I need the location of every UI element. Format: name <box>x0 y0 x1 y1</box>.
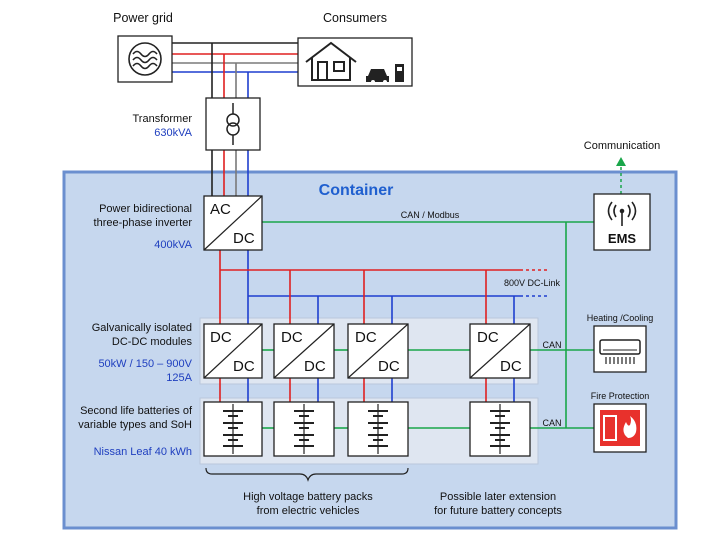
ems-label: EMS <box>608 231 637 246</box>
battery-brace <box>205 467 409 482</box>
fire-alarm-icon <box>600 410 640 446</box>
air-conditioner-icon <box>599 339 641 364</box>
dcdc-top-label: DC <box>281 329 303 346</box>
grid-lines <box>172 42 298 196</box>
inverter-title-line2: three-phase inverter <box>94 217 193 229</box>
power-grid-icon <box>128 42 162 76</box>
battery-pack <box>469 401 531 457</box>
dcdc-top-label: DC <box>355 329 377 346</box>
dcdc-module: DC DC <box>203 323 263 379</box>
transformer-icon <box>226 103 240 145</box>
fire-protection-box <box>593 403 647 453</box>
can-label-battery: CAN <box>542 418 561 428</box>
dcdc-spec2: 125A <box>166 372 192 384</box>
battery-pack <box>203 401 263 457</box>
extension-label-line1: Possible later extension <box>440 491 556 503</box>
battery-title-line2: variable types and SoH <box>78 419 192 431</box>
packs-label-line2: from electric vehicles <box>257 505 360 517</box>
container-title: Container <box>319 182 394 199</box>
dc-link-label: 800V DC-Link <box>504 278 561 288</box>
battery-pack <box>347 401 409 457</box>
car-icon <box>366 69 389 84</box>
inverter-rating: 400kVA <box>154 239 192 251</box>
can-lines <box>262 221 594 429</box>
power-grid-label: Power grid <box>113 11 173 25</box>
battery-spec: Nissan Leaf 40 kWh <box>94 446 192 458</box>
dcdc-module: DC DC <box>273 323 335 379</box>
inverter: AC DC <box>203 195 263 251</box>
heating-label: Heating /Cooling <box>587 313 654 323</box>
dcdc-bottom-label: DC <box>378 358 400 375</box>
extension-label-line2: for future battery concepts <box>434 505 562 517</box>
communication-label: Communication <box>584 140 660 152</box>
charger-icon <box>395 64 404 82</box>
dcdc-title-line1: Galvanically isolated <box>92 322 192 334</box>
ems-box: EMS <box>593 193 651 251</box>
dcdc-module: DC DC <box>469 323 531 379</box>
battery-title-line1: Second life batteries of <box>80 405 193 417</box>
transformer-label: Transformer <box>133 113 193 125</box>
dc-link-lines <box>219 250 550 402</box>
inverter-dc-label: DC <box>233 230 255 247</box>
dcdc-title-line2: DC-DC modules <box>112 336 193 348</box>
transformer-rating: 630kVA <box>154 127 192 139</box>
dcdc-top-label: DC <box>210 329 232 346</box>
dcdc-bottom-label: DC <box>304 358 326 375</box>
antenna-icon <box>607 201 637 226</box>
dcdc-bottom-label: DC <box>233 358 255 375</box>
can-modbus-label: CAN / Modbus <box>401 210 460 220</box>
battery-pack <box>273 401 335 457</box>
heating-cooling-box <box>593 325 647 373</box>
fire-protection-label: Fire Protection <box>591 391 650 401</box>
dcdc-module: DC DC <box>347 323 409 379</box>
dcdc-spec1: 50kW / 150 – 900V <box>98 358 192 370</box>
inverter-title-line1: Power bidirectional <box>99 203 192 215</box>
communication-arrowhead <box>616 157 626 166</box>
dcdc-top-label: DC <box>477 329 499 346</box>
consumers-label: Consumers <box>323 11 387 25</box>
house-icon <box>305 41 357 81</box>
can-label-dcdc: CAN <box>542 340 561 350</box>
inverter-ac-label: AC <box>210 201 231 218</box>
dcdc-bottom-label: DC <box>500 358 522 375</box>
packs-label-line1: High voltage battery packs <box>243 491 373 503</box>
